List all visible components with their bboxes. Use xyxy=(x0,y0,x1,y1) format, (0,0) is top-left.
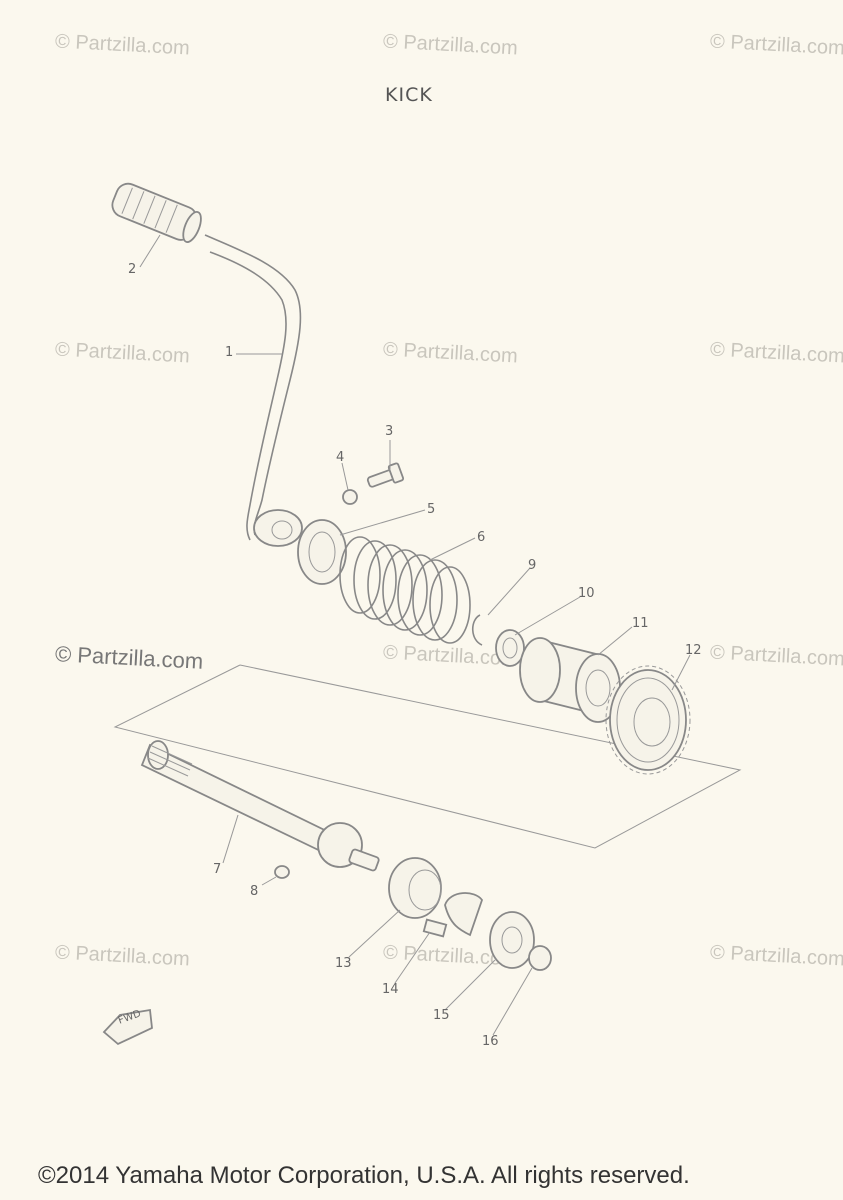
diagram-title: KICK xyxy=(385,84,433,106)
collar xyxy=(519,637,621,723)
callout-9: 9 xyxy=(528,558,537,573)
circlip-16 xyxy=(528,945,552,971)
callout-13: 13 xyxy=(335,956,352,971)
torsion-spring xyxy=(339,536,471,644)
callout-16: 16 xyxy=(482,1034,499,1049)
washer-15 xyxy=(489,911,535,969)
bolt xyxy=(366,462,405,488)
callout-1: 1 xyxy=(225,345,234,360)
callout-14: 14 xyxy=(382,982,399,997)
callout-11: 11 xyxy=(632,616,649,631)
callout-10: 10 xyxy=(578,586,595,601)
oil-seal xyxy=(297,519,347,585)
copyright-notice: ©2014 Yamaha Motor Corporation, U.S.A. A… xyxy=(38,1162,690,1189)
washer xyxy=(342,489,358,505)
callout-3: 3 xyxy=(385,424,394,439)
callout-6: 6 xyxy=(477,530,486,545)
callout-7: 7 xyxy=(213,862,222,877)
callout-8: 8 xyxy=(250,884,259,899)
callout-12: 12 xyxy=(685,643,702,658)
callout-4: 4 xyxy=(336,450,345,465)
fwd-arrow-icon xyxy=(102,1008,153,1046)
kick-grip xyxy=(111,182,202,243)
callout-5: 5 xyxy=(427,502,436,517)
kick-arm-boss xyxy=(253,509,303,547)
callout-15: 15 xyxy=(433,1008,450,1023)
ratchet-wheel xyxy=(388,857,442,919)
kick-shaft xyxy=(140,740,380,872)
callout-2: 2 xyxy=(128,262,137,277)
pin xyxy=(274,865,290,879)
assembly-frame xyxy=(113,664,742,849)
kick-gear xyxy=(605,665,691,775)
plate-washer xyxy=(495,629,525,667)
circlip xyxy=(471,614,483,646)
